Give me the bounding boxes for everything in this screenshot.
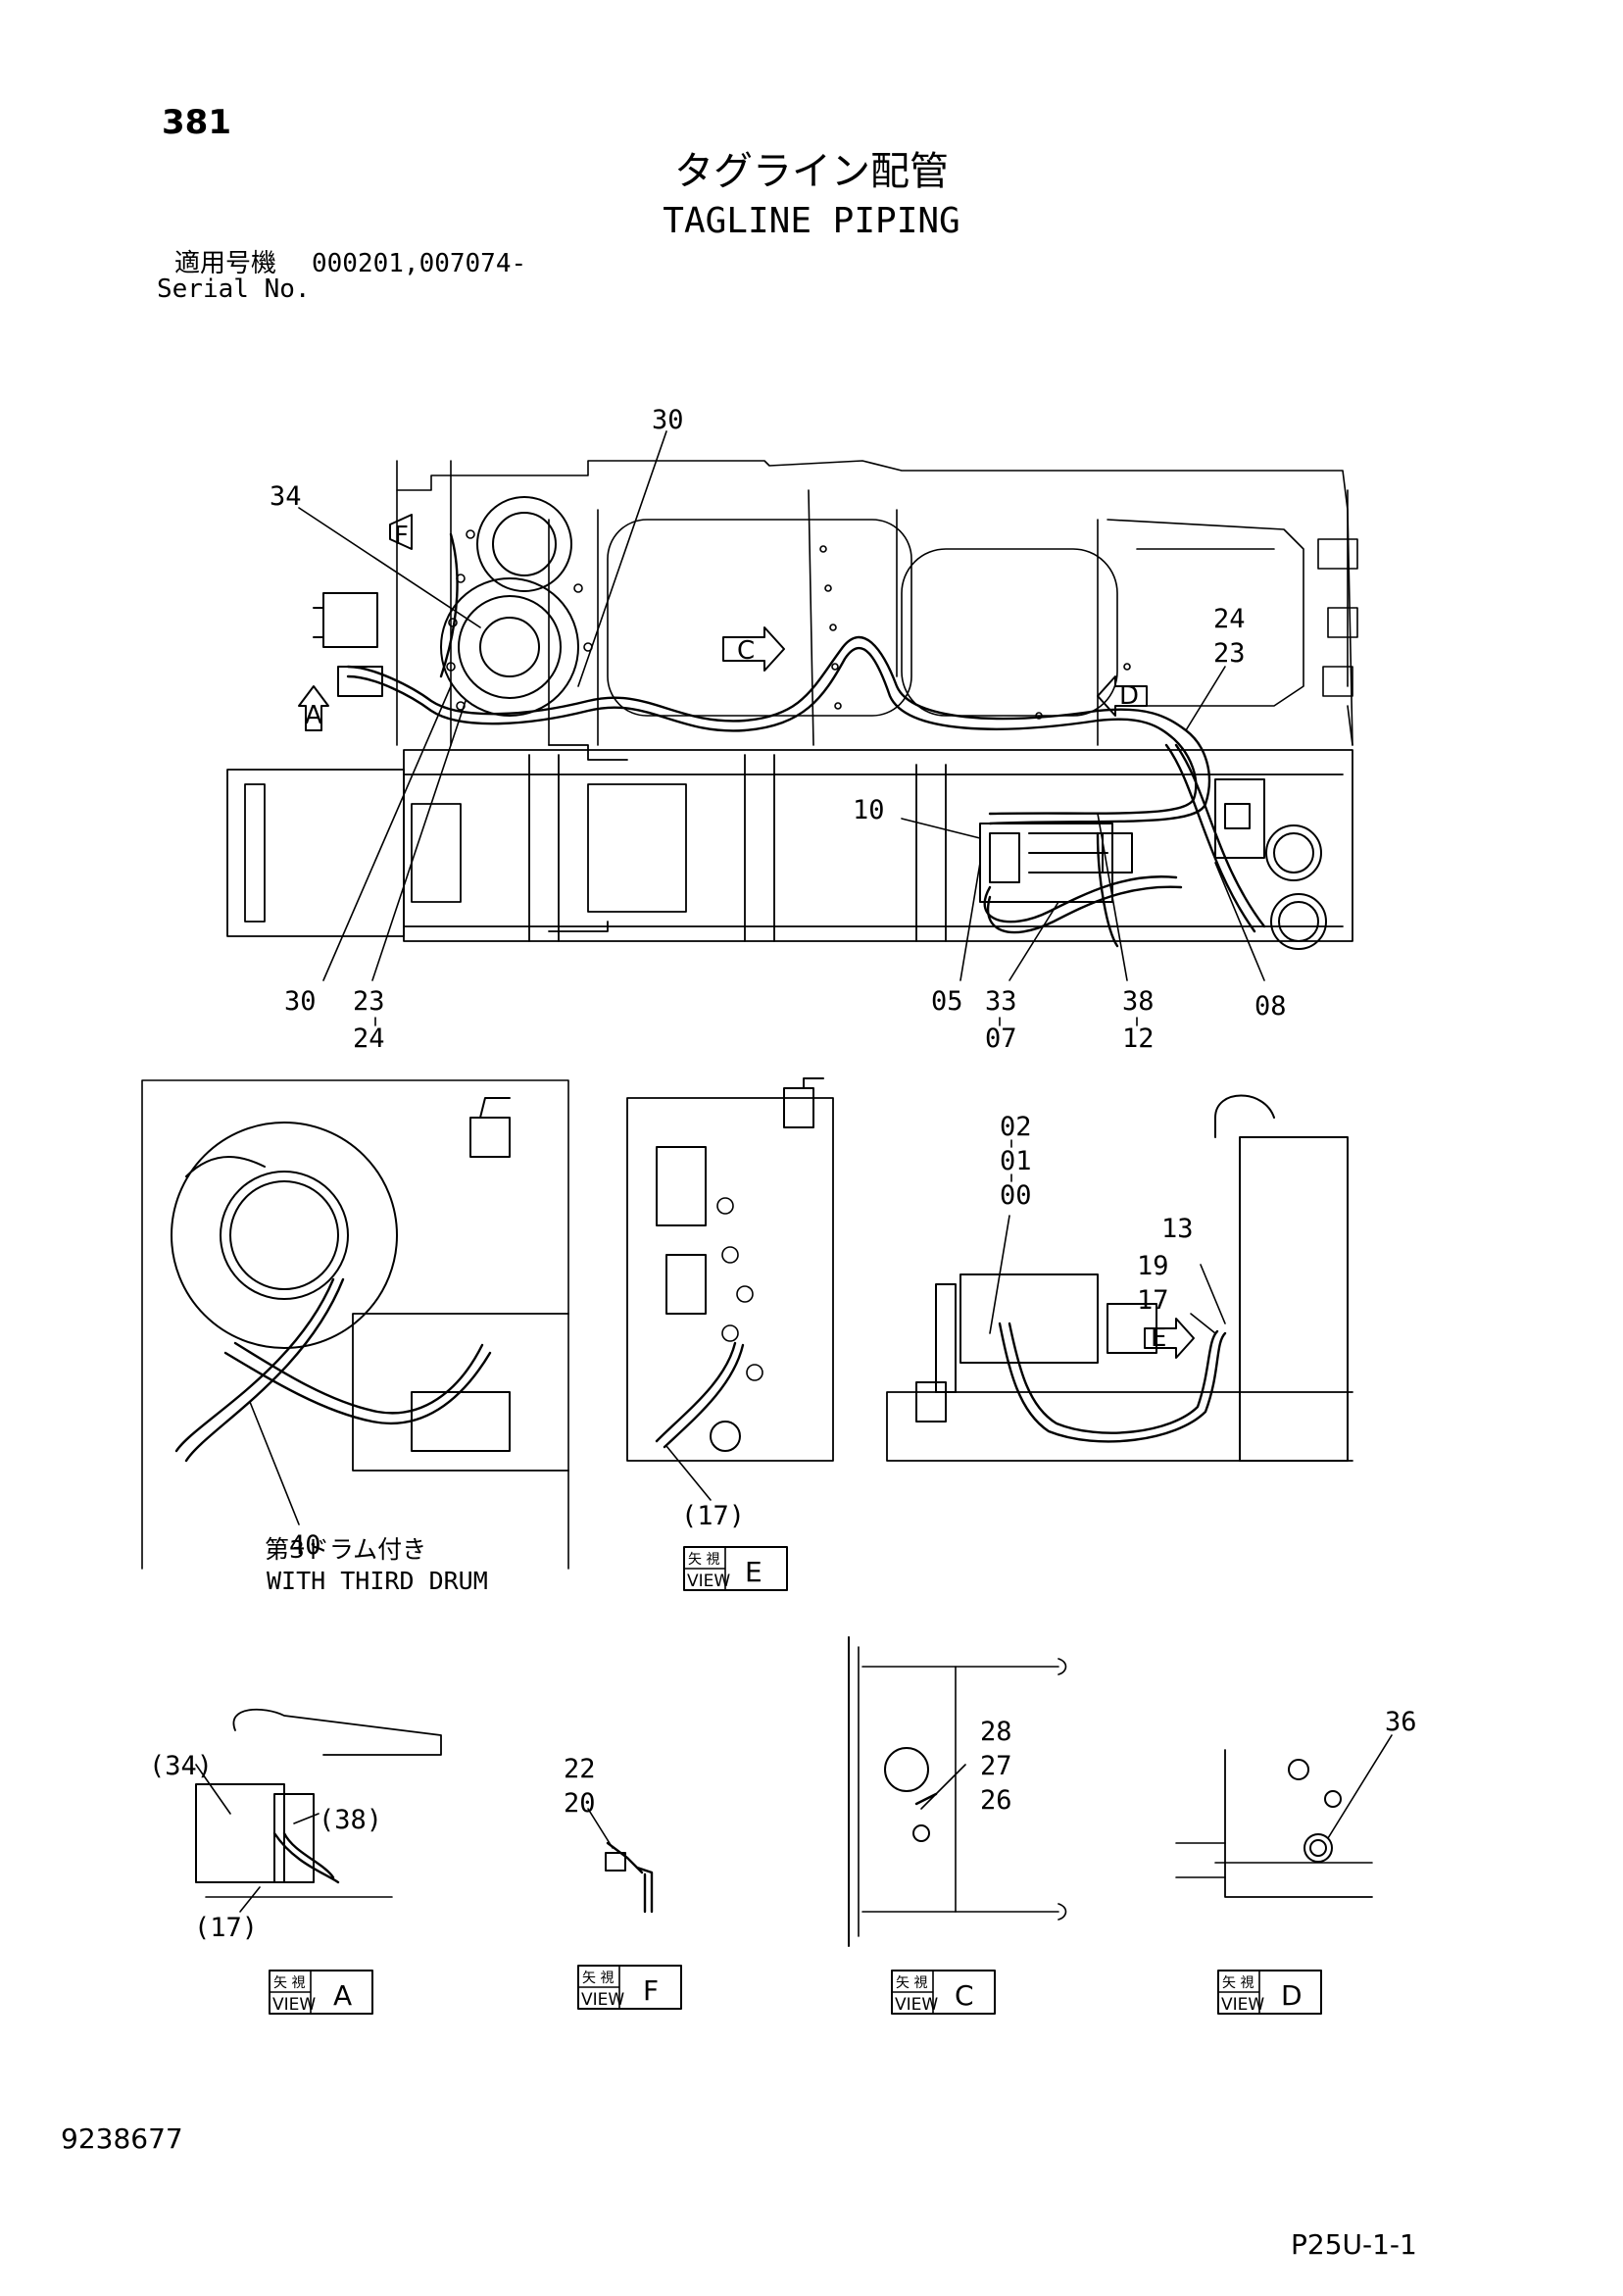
callout-22: 22: [564, 1754, 596, 1784]
pump-detail-view: E 02 01 00 13 19 17: [886, 1094, 1353, 1462]
third-drum-view: 40: [141, 1079, 569, 1570]
callout-33: 33: [985, 986, 1017, 1017]
callout-20: 20: [564, 1788, 596, 1819]
callout-27: 27: [980, 1751, 1012, 1781]
view-a-letter: A: [333, 1979, 352, 2012]
callout-13: 13: [1161, 1214, 1194, 1244]
callout-08: 08: [1254, 991, 1287, 1022]
arrow-label-a: A: [305, 701, 322, 730]
page-code: P25U-1-1: [1291, 2228, 1417, 2261]
callout-17-view-e: (17): [681, 1501, 745, 1531]
callout-24-right: 24: [1213, 604, 1246, 634]
callout-23-bottom: 23: [353, 986, 385, 1017]
serial-number-range: 000201,007074-: [312, 249, 527, 278]
title-english: TAGLINE PIPING: [663, 201, 960, 241]
view-a-tag-english: VIEW: [272, 1995, 316, 2015]
arrow-label-d: D: [1119, 681, 1139, 711]
callout-36: 36: [1385, 1707, 1417, 1737]
callout-19: 19: [1137, 1251, 1169, 1281]
callout-02: 02: [1000, 1112, 1032, 1142]
view-d-tag-english: VIEW: [1221, 1995, 1264, 2015]
callout-17-view-a: (17): [194, 1913, 258, 1943]
main-assembly-view: A F C D 30 34 24 23 10 30 23 24 05 33: [226, 405, 1358, 1054]
callout-24-bottom: 24: [353, 1023, 385, 1054]
view-f-tag-english: VIEW: [581, 1990, 624, 2010]
title-japanese: タグライン配管: [674, 149, 949, 194]
callout-40: 40: [289, 1530, 321, 1561]
callout-26: 26: [980, 1785, 1012, 1816]
callout-07: 07: [985, 1023, 1017, 1054]
callout-17: 17: [1137, 1285, 1169, 1316]
view-f-tag-japanese: 矢 視: [582, 1971, 614, 1986]
callout-05: 05: [931, 986, 963, 1017]
callout-34-view-a: (34): [149, 1751, 213, 1781]
callout-00: 00: [1000, 1180, 1032, 1211]
callout-34: 34: [270, 481, 302, 512]
view-a-drawing: (34) (38) (17) 矢 視 VIEW A: [149, 1708, 442, 2015]
view-d-drawing: 36 矢 視 VIEW D: [1175, 1707, 1417, 2015]
view-e-drawing: (17) 矢 視 VIEW E: [626, 1077, 834, 1591]
callout-01: 01: [1000, 1146, 1032, 1176]
third-drum-caption-japanese: 第3ドラム付き: [265, 1535, 427, 1564]
view-c-tag-japanese: 矢 視: [896, 1975, 927, 1991]
view-c-drawing: 28 27 26 矢 視 VIEW C: [848, 1636, 1067, 2015]
view-d-letter: D: [1281, 1979, 1303, 2012]
callout-30-bottom: 30: [284, 986, 317, 1017]
view-a-tag-japanese: 矢 視: [273, 1975, 305, 1991]
view-e-tag-japanese: 矢 視: [688, 1552, 719, 1568]
page-number: 381: [162, 103, 231, 142]
view-c-letter: C: [955, 1979, 974, 2012]
serial-label-english: Serial No.: [157, 275, 311, 304]
view-c-tag-english: VIEW: [895, 1995, 938, 2015]
arrow-label-e: E: [1151, 1323, 1166, 1353]
arrow-label-c: C: [737, 636, 755, 666]
view-e-letter: E: [745, 1556, 762, 1588]
view-d-tag-japanese: 矢 視: [1222, 1975, 1254, 1991]
view-e-tag-english: VIEW: [687, 1572, 730, 1591]
arrow-label-f: F: [394, 522, 409, 551]
serial-label-japanese: 適用号機: [174, 249, 277, 278]
callout-23-right: 23: [1213, 638, 1246, 669]
third-drum-caption-english: WITH THIRD DRUM: [267, 1567, 488, 1595]
callout-28: 28: [980, 1717, 1012, 1747]
callout-12: 12: [1122, 1023, 1155, 1054]
view-f-drawing: 22 20 矢 視 VIEW F: [564, 1754, 682, 2010]
callout-38: 38: [1122, 986, 1155, 1017]
callout-30-top: 30: [652, 405, 684, 435]
callout-10: 10: [853, 795, 885, 825]
callout-38-view-a: (38): [319, 1805, 382, 1835]
document-number: 9238677: [61, 2122, 183, 2155]
view-f-letter: F: [643, 1974, 659, 2007]
